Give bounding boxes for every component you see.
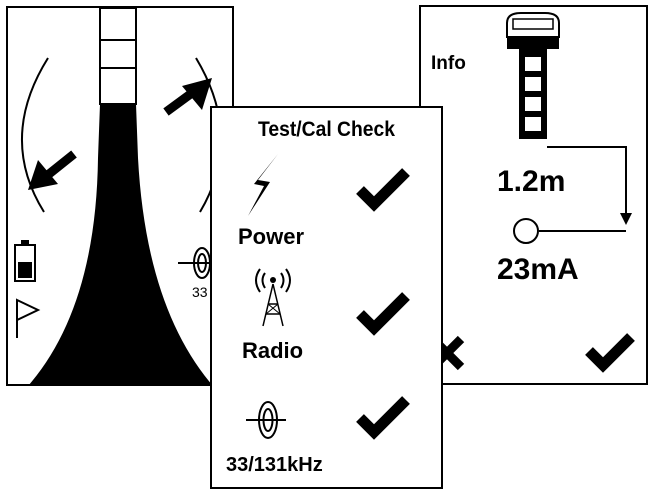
lightning-icon xyxy=(248,154,278,216)
down-arrow-icon xyxy=(620,213,632,225)
frequency-label: 33 xyxy=(192,284,208,300)
frequency-target-icon xyxy=(246,401,286,439)
frequency-target-icon xyxy=(178,247,214,279)
info-label: Info xyxy=(431,53,466,74)
power-label: Power xyxy=(238,224,305,249)
radio-label: Radio xyxy=(242,338,304,363)
check-icon xyxy=(585,333,635,373)
battery-icon xyxy=(14,240,36,282)
depth-value: 1.2m xyxy=(497,165,566,198)
signal-funnel xyxy=(28,104,213,386)
test-cal-check-screen: Test/Cal Check Power R xyxy=(210,106,443,489)
current-value: 23mA xyxy=(497,253,579,286)
flag-icon xyxy=(16,298,41,338)
left-arrow-icon xyxy=(28,150,77,190)
info-screen: Info 1.2m 23mA xyxy=(419,5,648,385)
signal-bar-frame xyxy=(99,7,137,105)
frequency-check-icon xyxy=(356,396,410,440)
power-check-icon xyxy=(356,168,410,212)
radio-tower-icon xyxy=(255,268,291,327)
locate-graphic xyxy=(14,7,222,386)
locator-device-icon xyxy=(506,12,560,139)
screen-title: Test/Cal Check xyxy=(257,118,396,141)
left-arc xyxy=(21,57,49,213)
cable-circle-icon xyxy=(513,218,539,244)
test-cal-graphic xyxy=(246,154,410,440)
right-arrow-icon xyxy=(163,78,212,116)
locate-screen: 33 xyxy=(6,6,234,386)
radio-check-icon xyxy=(356,292,410,336)
frequency-label: 33/131kHz xyxy=(226,454,323,476)
